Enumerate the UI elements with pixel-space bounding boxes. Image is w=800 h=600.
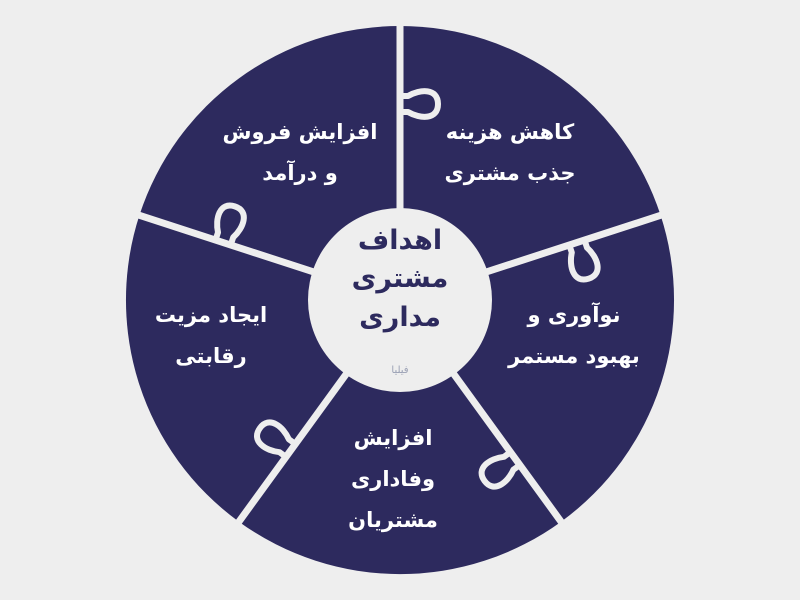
segment-gap bbox=[134, 210, 316, 276]
puzzle-knob bbox=[566, 239, 601, 283]
segment-label-sales-revenue: افزایش فروش و درآمد bbox=[190, 112, 410, 194]
segment-label-innovation: نوآوری و بهبود مستمر bbox=[464, 295, 684, 377]
segment-line: و درآمد bbox=[262, 160, 338, 185]
segment-line: جذب مشتری bbox=[444, 160, 576, 185]
segment-line: نوآوری و bbox=[527, 303, 621, 327]
segment-gap bbox=[233, 370, 350, 527]
segment-label-customer-acquisition-cost: کاهش هزینه جذب مشتری bbox=[400, 112, 620, 194]
puzzle-knob bbox=[400, 88, 441, 120]
segment-line: کاهش هزینه bbox=[445, 120, 575, 144]
segment-wedge bbox=[238, 300, 562, 575]
logo-watermark: فیلیا bbox=[391, 365, 409, 376]
segment-line: رقابتی bbox=[175, 343, 247, 368]
puzzle-knob bbox=[478, 449, 522, 490]
segment-wedge bbox=[400, 26, 661, 300]
segment-gap bbox=[484, 210, 666, 276]
segment-gap bbox=[450, 370, 567, 527]
gaps-layer bbox=[134, 22, 666, 527]
segment-line: افزایش bbox=[353, 426, 433, 450]
segment-wedge bbox=[139, 25, 400, 301]
segment-line: ایجاد مزیت bbox=[154, 303, 268, 327]
center-title-line: اهداف bbox=[357, 225, 443, 256]
puzzle-knob bbox=[254, 419, 298, 460]
segment-line: وفاداری bbox=[351, 466, 435, 491]
segment-label-loyalty: افزایش وفاداری مشتریان bbox=[283, 418, 503, 541]
center-title-line: مشتری bbox=[351, 263, 449, 295]
puzzle-knob bbox=[212, 202, 247, 246]
segment-line: افزایش فروش bbox=[222, 120, 378, 144]
segment-line: مشتریان bbox=[348, 507, 438, 532]
center-title-line: مداری bbox=[359, 301, 441, 333]
center-hub bbox=[308, 208, 492, 392]
center-title: اهداف مشتری مداری bbox=[320, 222, 480, 337]
segment-label-competitive-advantage: ایجاد مزیت رقابتی bbox=[101, 295, 321, 377]
segment-line: بهبود مستمر bbox=[508, 343, 640, 368]
